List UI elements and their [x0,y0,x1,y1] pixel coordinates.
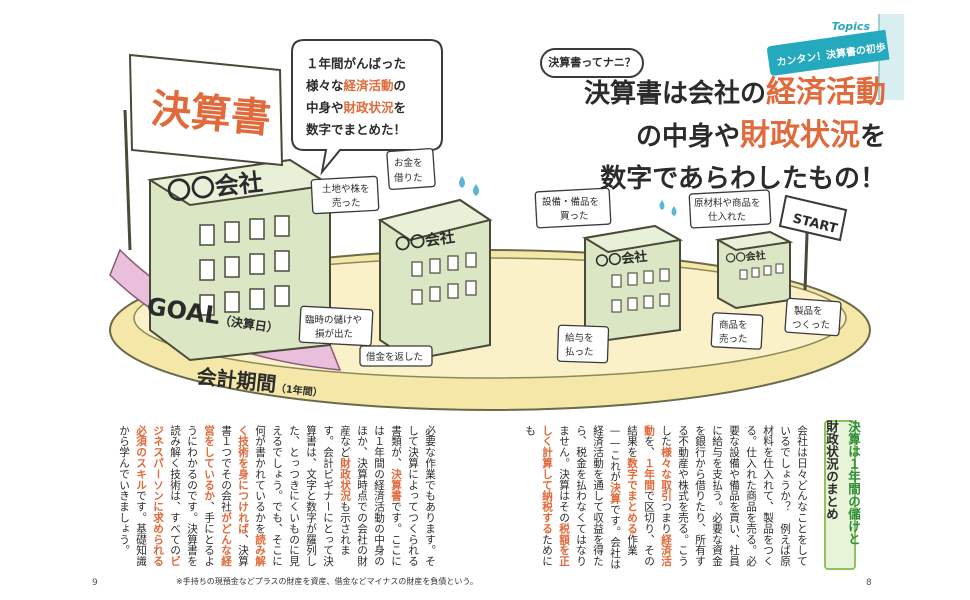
tag-materials-line2: 仕入れた [708,211,746,223]
tag-materials: 原材料や商品を 仕入れた [688,189,772,229]
tag-sold: 商品を 売った [710,312,764,350]
building-tiny: 〇〇会社 [714,230,794,310]
tag-salary-line2: 払った [565,346,594,358]
tag-land: 土地や株を 売った [310,175,380,215]
speech-line3-hl: 財政状況 [343,100,395,115]
headline-line2: の中身や財政状況を [556,115,886,158]
body-text: です。会社は経済活動を通して収益を得たら、税金を払わなくてはなりません。決算はそ… [558,425,621,570]
highlight-text: 経済活動 [643,425,672,567]
side-heading-line2: 財政状況のまとめ [824,420,839,520]
sign-title: 決算書 [149,86,273,142]
tag-land-line2: 売った [332,197,361,209]
body-text: も示されます。会計ビギナーにとって決算書は、文字と数字が羅列した、とっつきにくい… [254,425,351,567]
highlight-text: 税額を正しく計算して納税する [541,425,570,567]
speech-line3-post: を [394,100,407,115]
body-text-left: 必要な作業でもあります。そして決算によってつくられる書類が、決算書です。ここには… [92,425,438,575]
highlight-text: がどんな経営をしているか [203,425,232,567]
tag-sold-line2: 売った [719,333,748,345]
kessansho-sign: 決算書 [123,53,284,251]
body-text: 必要な作業でもあります。そして決算によってつくられる書類が、 [390,425,436,567]
tag-borrow: お金を 借りた [386,147,436,191]
headline-line1-hl: 経済活動 [766,75,886,110]
footnote: ※手持ちの現預金などプラスの財産を資産、借金などマイナスの財産を負債という。 [176,577,478,586]
headline-line2-pre: の中身や [635,122,740,152]
page-number-right: 8 [866,578,872,588]
tag-equip-line2: 買った [560,211,589,222]
body-text: です。基礎知識から学んでいきましょう。 [118,425,147,567]
speech-line2-post: の [394,78,407,93]
speech-line3-pre: 中身や [306,100,344,115]
body-text: ためにも [524,425,553,567]
company-label-small: 〇〇会社 [595,249,648,270]
tag-make-line1: 製品を [794,305,823,317]
tag-gain-line1: 臨時の儲けや [305,314,362,326]
tag-make: 製品を つくった [784,297,842,337]
highlight-text: １年間 [643,457,655,491]
highlight-text: 財政状況 [339,457,351,502]
page-number-left: 9 [92,578,98,588]
tag-borrow-line2: 借りた [394,172,423,184]
body-text: です。ここには１年間の経済活動の中身のほか、決算時点での会社の財産など [339,425,402,567]
svg-text:様々な経済活動の: 様々な経済活動の [306,78,406,93]
body-text: で区切り、その結果を [626,425,655,567]
side-heading-line1: 決算は１年間の儲けと [846,420,861,545]
tag-equip-line1: 設備・備品を [542,196,599,208]
svg-text:１年間がんばった: １年間がんばった [306,56,406,71]
tag-repay-line1: 借金を返した [366,351,423,363]
tag-salary-line1: 給与を [565,332,594,344]
tag-sold-line1: 商品を [719,319,748,331]
building-small: 〇〇会社 [582,224,683,342]
tag-borrow-line1: お金を [394,157,423,169]
svg-text:中身や財政状況を: 中身や財政状況を [306,100,406,115]
headline-line2-hl: 財政状況 [739,118,860,153]
body-text: 会社は日々どんなことをしているでしょうか？ 例えば原材料を仕入れて、製品をつくる… [660,425,808,567]
headline: 決算書は会社の経済活動 の中身や財政状況を 数字であらわしたもの！ [556,72,886,200]
tag-repay: 借金を返した [359,345,433,367]
body-text: を、 [643,435,655,458]
body-text: 、手にとるようにわかるのです。決算書を読み解く技術は、すべての [169,425,215,567]
body-text: 、決算書１つでその会社 [220,425,249,567]
tag-land-line1: 土地や株を [322,183,370,195]
highlight-text: 読み解く技術を身につければ [237,425,266,567]
speech-bubble: １年間がんばった 様々な経済活動の 中身や財政状況を 数字でまとめた！ [291,39,443,176]
tag-equip: 設備・備品を 買った [534,187,612,229]
highlight-text: 決算書 [390,468,402,502]
body-text: つまり [660,501,672,535]
tag-salary: 給与を 払った [556,324,610,364]
body-text-right: 会社は日々どんなことをしているでしょうか？ 例えば原材料を仕入れて、製品をつくる… [524,425,810,575]
highlight-text: 数字でまとめる [626,457,638,535]
building-big: 〇〇会社 [147,158,333,362]
headline-line3: 数字であらわしたもの！ [600,164,886,194]
highlight-text: ビジネスパーソンに求められる必須のスキル [135,425,181,567]
company-label-tiny: 〇〇会社 [725,249,766,265]
speech-line2-pre: 様々な [306,78,344,93]
svg-text:GOAL（決算日）: GOAL（決算日） [145,292,281,338]
side-heading-bar [824,420,856,570]
illustration: 〇〇会社 決算書 １年間がんばった 様々な経済活動の 中身や財政状況を 数字でま… [109,39,871,411]
svg-text:数字でまとめた！: 数字でまとめた！ [305,122,406,137]
speech-line1: １年間がんばった [306,56,406,71]
highlight-text: 決算 [609,482,621,505]
tag-make-line2: つくった [792,320,830,331]
headline-line1: 決算書は会社の経済活動 [556,72,886,115]
sweat-drops [459,176,677,216]
headline-line2-post: を [859,122,886,152]
tag-gain-line2: 損が出た [315,328,353,340]
highlight-text: 様々な取引 [660,446,672,502]
topics-word: Topics [831,20,870,33]
headline-line1-pre: 決算書は会社の [583,79,766,109]
side-heading: 決算は１年間の儲けと 財政状況のまとめ [814,420,864,580]
question-bubble: 決算書ってナニ？ [540,48,644,78]
speech-line2-hl: 経済活動 [344,78,394,93]
tag-materials-line1: 原材料や商品を [694,197,761,209]
tag-gain: 臨時の儲けや 損が出た [298,305,374,347]
speech-line4: 数字でまとめた！ [305,122,406,137]
body-text: 作業——これが [609,425,638,556]
building-mid: 〇〇会社 [377,198,493,362]
